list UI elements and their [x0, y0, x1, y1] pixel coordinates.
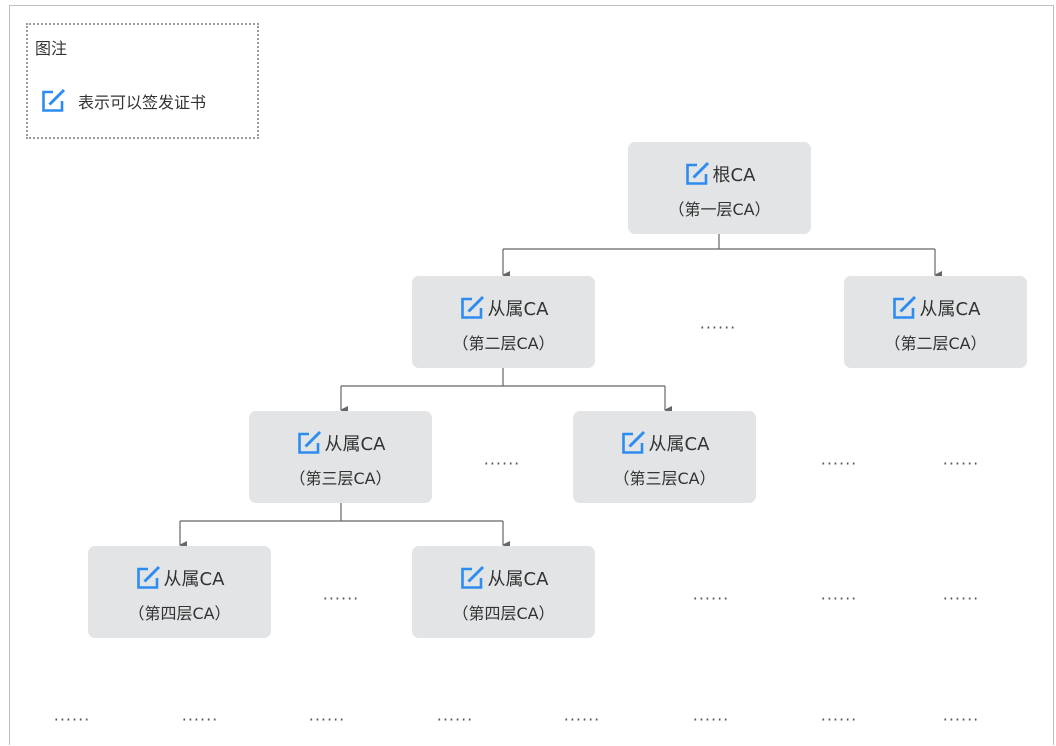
node-l3-right: 从属CA （第三层CA）	[573, 411, 756, 503]
edit-icon	[459, 565, 485, 591]
node-name: 根CA	[712, 165, 756, 186]
legend-box: 图注 表示可以签发证书	[26, 23, 259, 139]
node-l2-right: 从属CA （第二层CA）	[844, 276, 1027, 368]
diagram-frame	[9, 5, 1054, 745]
ellipsis: ······	[820, 710, 858, 729]
node-name: 从属CA	[648, 434, 710, 455]
node-level: （第四层CA）	[128, 604, 231, 623]
node-level: （第三层CA）	[613, 469, 716, 488]
ellipsis: ······	[483, 454, 521, 473]
node-l4-right: 从属CA （第四层CA）	[412, 546, 595, 638]
node-name: 从属CA	[487, 569, 549, 590]
edit-icon	[135, 565, 161, 591]
node-level: （第二层CA）	[452, 334, 555, 353]
ellipsis: ······	[181, 710, 219, 729]
ellipsis: ······	[308, 710, 346, 729]
edit-icon	[459, 295, 485, 321]
connector-root	[503, 233, 935, 250]
node-name: 从属CA	[163, 569, 225, 590]
ellipsis: ······	[699, 318, 737, 337]
ellipsis: ······	[322, 589, 360, 608]
connector-l2	[341, 368, 665, 387]
edit-icon	[620, 430, 646, 456]
node-root-ca: 根CA （第一层CA）	[628, 142, 811, 234]
node-level: （第四层CA）	[452, 604, 555, 623]
connector-l3	[180, 503, 503, 522]
ellipsis: ······	[692, 589, 730, 608]
ellipsis: ······	[563, 710, 601, 729]
ellipsis: ······	[692, 710, 730, 729]
node-level: （第二层CA）	[884, 334, 987, 353]
ellipsis: ······	[820, 589, 858, 608]
ellipsis: ······	[53, 710, 91, 729]
edit-icon	[296, 430, 322, 456]
ellipsis: ······	[942, 710, 980, 729]
node-name: 从属CA	[919, 299, 981, 320]
node-name: 从属CA	[487, 299, 549, 320]
node-l3-left: 从属CA （第三层CA）	[249, 411, 432, 503]
node-l2-left: 从属CA （第二层CA）	[412, 276, 595, 368]
ellipsis: ······	[942, 454, 980, 473]
node-level: （第三层CA）	[289, 469, 392, 488]
edit-icon	[891, 295, 917, 321]
node-level: （第一层CA）	[668, 200, 771, 219]
legend-text: 表示可以签发证书	[78, 93, 207, 112]
edit-icon	[40, 88, 66, 114]
legend-item: 表示可以签发证书	[40, 88, 206, 114]
legend-title: 图注	[35, 39, 68, 58]
ellipsis: ······	[820, 454, 858, 473]
ellipsis: ······	[436, 710, 474, 729]
node-l4-left: 从属CA （第四层CA）	[88, 546, 271, 638]
edit-icon	[684, 161, 710, 187]
ellipsis: ······	[942, 589, 980, 608]
node-name: 从属CA	[324, 434, 386, 455]
